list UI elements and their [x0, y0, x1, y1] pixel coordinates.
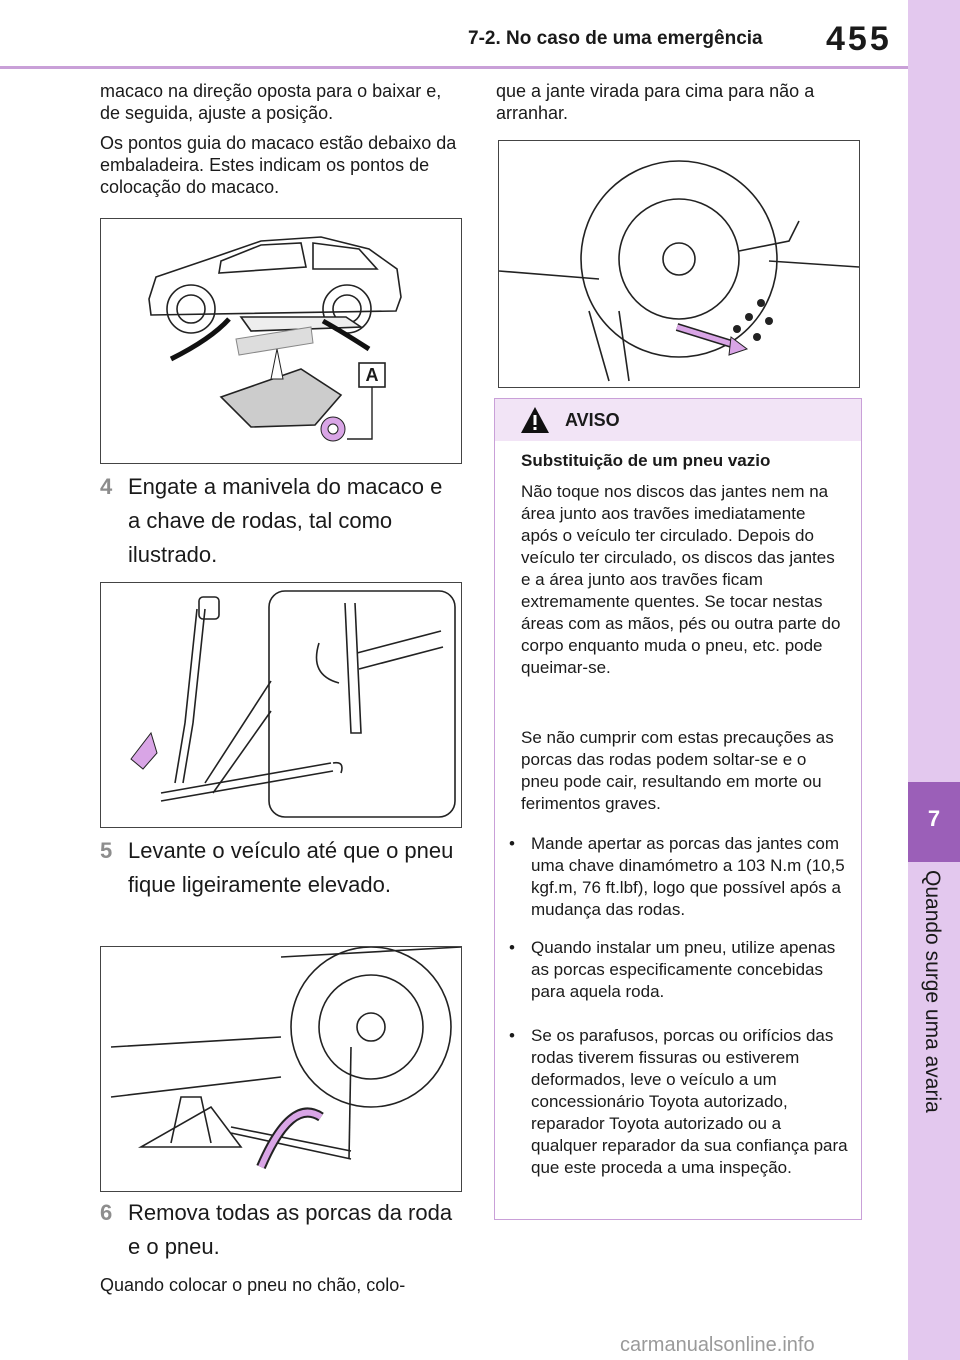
jack-points-figure: A [100, 218, 462, 464]
after-paragraph: Quando colocar o pneu no chão, colo- [100, 1275, 406, 1295]
chapter-tab-marker [908, 782, 960, 862]
chapter-side-tab [908, 0, 960, 1360]
bullet-text: Quando instalar um pneu, utilize apenas … [531, 938, 836, 1001]
step-text: Remova todas as porcas da roda e o pneu. [128, 1200, 453, 1259]
jack-handle-figure [100, 582, 462, 828]
chapter-label: Quando surge uma avaria [921, 870, 944, 1113]
bullet-text: Mande apertar as porcas das jantes com u… [531, 834, 845, 919]
warning-paragraph: Se não cumprir com estas precauções as p… [521, 728, 834, 813]
warning-paragraph: Não toque nos discos das jantes nem na á… [521, 482, 841, 677]
bullet-dot: • [509, 1026, 515, 1045]
jack-points-paragraph: Os pontos guia do macaco estão debaixo d… [100, 133, 457, 197]
raise-vehicle-illustration [110, 946, 462, 1169]
step-4: 4 Engate a manivela do macaco e a chave … [100, 470, 460, 572]
warning-bullet: • Quando instalar um pneu, utilize apena… [509, 937, 849, 1003]
warning-triangle-icon [521, 407, 549, 433]
raise-vehicle-figure [100, 946, 462, 1192]
step-number: 5 [100, 838, 113, 863]
warning-subtitle: Substituição de um pneu vazio [521, 451, 771, 470]
jack-handle-illustration [130, 590, 456, 818]
step-number: 6 [100, 1200, 113, 1225]
warning-title: AVISO [565, 410, 620, 430]
remove-tire-illustration [498, 160, 860, 382]
chapter-number: 7 [927, 806, 941, 831]
continued-paragraph: que a jante virada para cima para não a … [496, 81, 815, 123]
warning-header: AVISO [495, 399, 861, 441]
section-title: 7-2. No caso de uma emergência [468, 28, 763, 49]
warning-bullet: • Mande apertar as porcas das jantes com… [509, 833, 849, 921]
suv-jack-illustration [148, 236, 402, 442]
header-rule [0, 66, 908, 69]
figure-callout-label: A [365, 365, 379, 385]
step-6: 6 Remova todas as porcas da roda e o pne… [100, 1196, 460, 1264]
remove-tire-figure [498, 140, 860, 388]
warning-bullet: • Se os parafusos, porcas ou orifícios d… [509, 1025, 849, 1179]
bullet-dot: • [509, 834, 515, 853]
page-number: 455 [826, 20, 892, 58]
warning-box: AVISO Substituição de um pneu vazio Não … [494, 398, 862, 1220]
step-text: Levante o veículo até que o pneu fique l… [128, 838, 454, 897]
step-5: 5 Levante o veículo até que o pneu fique… [100, 834, 460, 902]
step-number: 4 [100, 474, 113, 499]
bullet-dot: • [509, 938, 515, 957]
watermark: carmanualsonline.info [620, 1334, 815, 1356]
step-text: Engate a manivela do macaco e a chave de… [128, 474, 443, 567]
bullet-text: Se os parafusos, porcas ou orifícios das… [531, 1026, 848, 1177]
intro-paragraph: macaco na direção oposta para o baixar e… [100, 81, 442, 123]
